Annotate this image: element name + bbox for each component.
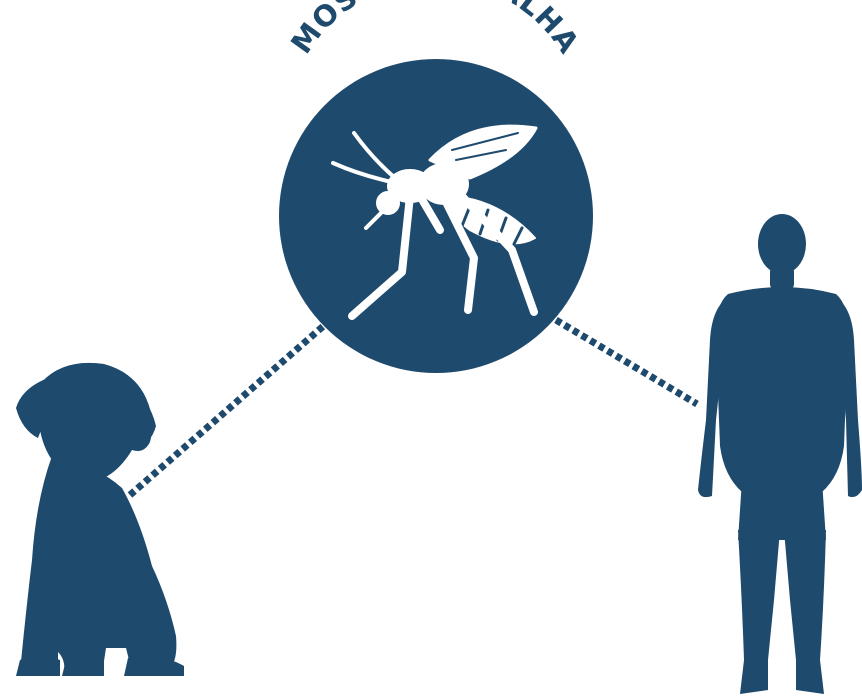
dog-icon — [16, 363, 184, 676]
human-icon — [698, 214, 862, 694]
connector-dog-to-mosquito — [130, 322, 328, 495]
connector-mosquito-to-human — [556, 320, 697, 404]
diagram-title-text: MOSQUITO-PALHA — [284, 0, 586, 60]
mosquito-badge — [279, 59, 593, 373]
diagram-title: MOSQUITO-PALHA — [284, 0, 586, 60]
